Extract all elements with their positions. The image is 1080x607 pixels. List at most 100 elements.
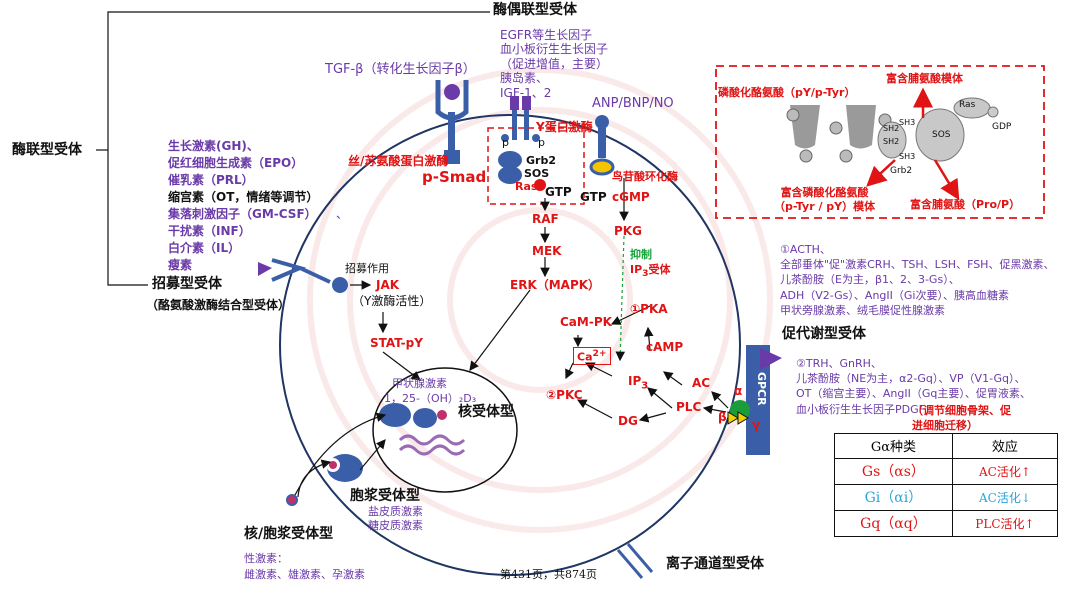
- jak-sub: （Y激酶活性）: [352, 294, 432, 308]
- nuclear-receptor-label: 核受体型: [458, 404, 514, 420]
- sh2-inset-box: [715, 65, 1045, 219]
- campk-label: CaM-PK: [560, 315, 612, 329]
- phospho-p1: p: [502, 136, 509, 149]
- inset-ptyr-motif-label: 富含磷酸化酪氨酸 （p-Tyr / pY）模体: [774, 186, 876, 213]
- ip3-receptor-label: IP3受体: [630, 263, 671, 280]
- raf-label: RAF: [532, 212, 559, 226]
- gpcr-label: GPCR: [755, 372, 768, 406]
- hormone-il: 白介素（IL）: [168, 241, 241, 256]
- erk-label: ERK（MAPK）: [510, 278, 601, 292]
- inset-sh3-b: SH3: [899, 152, 916, 161]
- sos-label: SOS: [524, 167, 550, 180]
- gq-hormone-list: ②TRH、GnRH、 儿茶酚胺（NE为主，α2-Gq）、VP（V1-Gq）、 O…: [796, 357, 1031, 416]
- alpha-label: α: [734, 384, 743, 398]
- galpha-header-type: Gα种类: [834, 433, 953, 459]
- sex-hormone-title: 性激素：: [244, 552, 288, 565]
- mek-label: MEK: [532, 244, 562, 258]
- galpha-header-row: Gα种类 效应: [834, 433, 1059, 459]
- ras-label: Ras: [515, 180, 538, 193]
- hormone-ot: 缩宫素（OT，情绪等调节）: [168, 190, 319, 205]
- galpha-row: Gi（αi） AC活化↓: [834, 483, 1059, 511]
- hormone-gh: 生长激素(GH)、: [168, 139, 259, 153]
- cytoplasmic-label: 胞浆受体型: [350, 488, 420, 504]
- galpha-gq-effect: PLC活化↑: [951, 509, 1059, 538]
- inset-ptyr-label: 磷酸化酪氨酸（pY/p-Tyr）: [718, 86, 856, 99]
- pkg-label: PKG: [614, 224, 642, 238]
- grb2-label: Grb2: [526, 154, 556, 167]
- ras-complex: [498, 151, 546, 191]
- hormone-epo: 促红细胞生成素（EPO）: [168, 156, 304, 171]
- gamma-label: γ: [752, 418, 761, 432]
- recruit-action: 招募作用: [345, 262, 389, 275]
- pkc-label: ②PKC: [546, 388, 583, 402]
- gq-note: （调节细胞骨架、促 进细胞迁移）: [912, 404, 1011, 433]
- tgf-kinase: 丝/苏氨酸蛋白激酶: [348, 154, 449, 168]
- ion-channel: [616, 543, 654, 579]
- inset-sh2-b: SH2: [883, 137, 900, 146]
- inset-gdp: GDP: [992, 122, 1012, 132]
- inhibit-arrow: [615, 235, 626, 362]
- galpha-table: Gα种类 效应 Gs（αs） AC活化↑ Gi（αi） AC活化↓ Gq（αq）…: [834, 433, 1059, 538]
- hormone-inf: 干扰素（INF）: [168, 224, 251, 239]
- hormone-leptin: 瘦素: [168, 258, 193, 273]
- hormone-list-1: 生长激素(GH)、 促红细胞生成素（EPO） 催乳素（PRL） 缩宫素（OT，情…: [168, 138, 318, 274]
- ras-gtp: GTP: [545, 185, 572, 199]
- cyto-hormone-2: 糖皮质激素: [368, 519, 423, 532]
- recruit-sub: （酪氨酸激酶结合型受体）: [146, 298, 291, 312]
- inset-pro-motif-label: 富含脯氨酸模体: [886, 72, 963, 85]
- hormone-list-comma: 、: [336, 207, 349, 221]
- nuclear-hormone-1: 甲状腺激素: [392, 377, 447, 390]
- ip3-label: IP3: [628, 374, 649, 392]
- galpha-gq: Gq（αq）: [834, 509, 953, 538]
- cell-membrane: [279, 114, 741, 576]
- tyr-kinase-label: Y蛋白激酶: [536, 120, 593, 134]
- egfr-receptor: [501, 96, 540, 142]
- sex-hormone-list: 雌激素、雄激素、孕激素: [244, 568, 365, 581]
- calcium-box: Ca2+: [573, 347, 611, 366]
- page-number: 第431页，共874页: [500, 568, 597, 581]
- egfr-highlight-box: [487, 127, 585, 205]
- galpha-gi: Gi（αi）: [834, 483, 953, 511]
- hormone-gmcsf: 集落刺激因子（GM-CSF）: [168, 207, 317, 222]
- nucleus: [372, 367, 518, 493]
- watermark-seal: [307, 67, 773, 533]
- gpcr-title: 促代谢型受体: [782, 326, 866, 342]
- galpha-header-effect: 效应: [951, 433, 1059, 459]
- sh2-inset-diagram: [786, 97, 999, 163]
- nuc-cyto-label: 核/胞浆受体型: [244, 526, 334, 542]
- inset-arrows: [866, 87, 960, 201]
- ac-label: AC: [692, 376, 711, 390]
- jak-label: JAK: [376, 278, 400, 292]
- cgmp-label: cGMP: [612, 190, 650, 204]
- inset-pro-label: 富含脯氨酸（Pro/P）: [910, 198, 1021, 211]
- stat-label: STAT-pY: [370, 336, 423, 350]
- enzyme-linked-label: 酶联型受体: [12, 142, 82, 158]
- galpha-row: Gs（αs） AC活化↑: [834, 457, 1059, 485]
- inset-sos: SOS: [932, 130, 951, 140]
- dg-label: DG: [618, 414, 638, 428]
- recruit-label: 招募型受体: [152, 276, 222, 292]
- anp-receptor: [589, 115, 615, 176]
- ion-channel-label: 离子通道型受体: [666, 556, 764, 572]
- p-smad-label: p-Smad: [422, 168, 487, 186]
- pka-label: ①PKA: [630, 302, 668, 316]
- sex-hormone-dot: [286, 494, 298, 506]
- cytoplasmic-receptor: [326, 454, 363, 482]
- plc-label: PLC: [676, 400, 702, 414]
- camp-label: cAMP: [646, 340, 684, 354]
- galpha-gi-effect: AC活化↓: [951, 483, 1059, 511]
- galpha-gs: Gs（αs）: [834, 457, 953, 485]
- gpcr-receptor: [727, 345, 782, 455]
- guanylate-cyclase-label: 鸟苷酸环化酶: [612, 170, 678, 183]
- gs-hormone-list: ①ACTH、 全部垂体"促"激素CRH、TSH、LSH、FSH、促黑激素、 儿茶…: [780, 243, 1055, 317]
- anp-title: ANP/BNP/NO: [592, 96, 674, 111]
- inset-sh2-a: SH2: [883, 124, 900, 133]
- anp-gtp: GTP: [580, 190, 607, 204]
- cyto-hormone-1: 盐皮质激素: [368, 505, 423, 518]
- galpha-gs-effect: AC活化↑: [951, 457, 1059, 485]
- top-label: 酶偶联型受体: [493, 2, 577, 18]
- inset-ras: Ras: [959, 100, 976, 110]
- tgf-title: TGF-β（转化生长因子β）: [325, 62, 476, 77]
- nuclear-receptor: [379, 403, 466, 456]
